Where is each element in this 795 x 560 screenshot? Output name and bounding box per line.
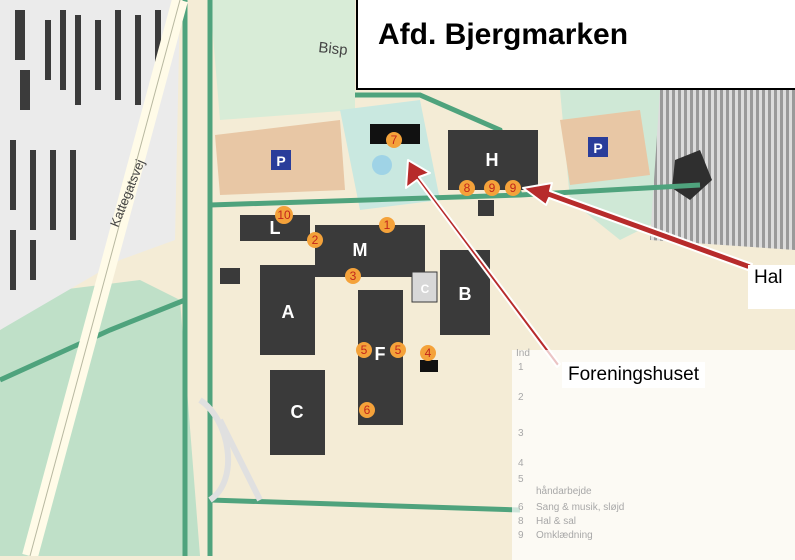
label-l: L [270, 218, 281, 238]
label-a: A [282, 302, 295, 322]
arrow-hal [522, 182, 753, 271]
building-small-2 [478, 200, 494, 216]
map-title: Afd. Bjergmarken [378, 18, 629, 51]
marker-5a: 5 [361, 343, 368, 357]
building-4 [420, 360, 438, 372]
street-label-bisp: Bisp [318, 39, 349, 59]
marker-5b: 5 [395, 343, 402, 357]
kattegatsvej-edge [29, 0, 181, 556]
legend-number-2: 2 [518, 392, 524, 403]
legend-item-omklaedning: Omklædning [536, 530, 593, 541]
marker-8: 8 [464, 181, 471, 195]
marker-10: 10 [277, 208, 291, 222]
label-f: F [375, 344, 386, 364]
marker-9a: 9 [489, 181, 496, 195]
legend-item-sang: Sang & musik, sløjd [536, 502, 625, 513]
parking-sign-right: P [593, 140, 602, 156]
marker-4: 4 [425, 346, 432, 360]
building-c [270, 370, 325, 455]
campus-buildings [220, 124, 538, 455]
callout-hal: Hal [748, 265, 795, 309]
parking-signs: P P [271, 137, 608, 170]
label-c-small: C [421, 282, 430, 296]
building-small-1 [220, 268, 240, 284]
paths-near-c [198, 397, 263, 503]
marker-2: 2 [312, 233, 319, 247]
legend-number-1: 1 [518, 362, 524, 373]
callout-foreningshuset: Foreningshuset [562, 362, 705, 388]
courtyard-c [411, 271, 438, 303]
building-a [260, 265, 315, 355]
pond [372, 155, 392, 175]
legend-number-9: 9 [518, 530, 524, 541]
legend-number-3: 3 [518, 428, 524, 439]
legend-item-haandarbejde: håndarbejde [536, 486, 592, 497]
building-labels: A B C C F H L M [270, 150, 499, 422]
label-h: H [486, 150, 499, 170]
legend-number-8: 8 [518, 516, 524, 527]
arrow-foreningshuset [405, 159, 561, 368]
building-l [240, 215, 310, 241]
legend-number-4: 4 [518, 458, 524, 469]
numbered-markers: 1 2 3 4 5 5 6 7 8 9 9 10 [275, 132, 521, 418]
legend-number-5: 5 [518, 474, 524, 485]
marker-9b: 9 [510, 181, 517, 195]
hatched-lot-right [650, 80, 795, 250]
label-b: B [459, 284, 472, 304]
marker-6: 6 [364, 403, 371, 417]
legend-header: Ind [516, 348, 530, 359]
parking-sign-left: P [276, 153, 285, 169]
marker-7: 7 [391, 133, 398, 147]
legend-item-hal-sal: Hal & sal [536, 516, 577, 527]
label-m: M [353, 240, 368, 260]
title-box: Afd. Bjergmarken [356, 0, 795, 90]
marker-3: 3 [350, 269, 357, 283]
label-c: C [291, 402, 304, 422]
marker-1: 1 [384, 218, 391, 232]
building-h [448, 130, 538, 190]
legend-number-6: 6 [518, 502, 524, 513]
building-m [315, 225, 425, 277]
green-area-top [210, 0, 355, 120]
housing-rows [10, 10, 161, 290]
